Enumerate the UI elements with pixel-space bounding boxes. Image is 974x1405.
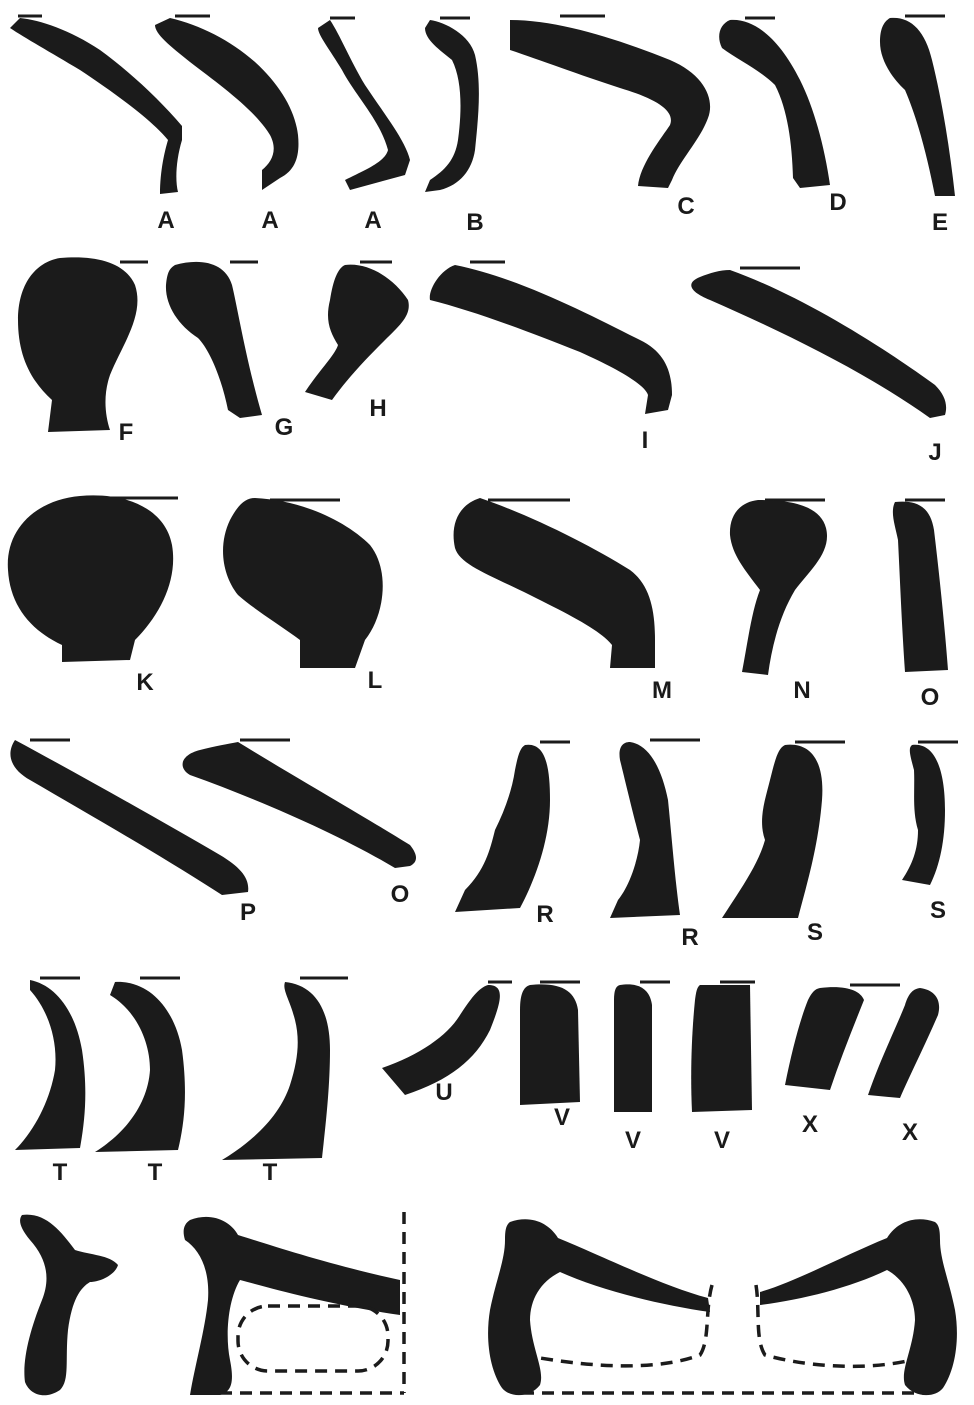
profile-v-2: V (614, 982, 670, 1154)
label-t: T (53, 1159, 68, 1186)
profile-f: F (18, 257, 148, 446)
label-r: R (536, 901, 553, 928)
label-g: G (275, 414, 294, 441)
label-n: N (793, 677, 810, 704)
pot-cross-section-full (488, 1219, 957, 1395)
label-v: V (554, 1104, 570, 1131)
label-h: H (369, 395, 386, 422)
profile-c: C (510, 16, 710, 220)
label-j: J (928, 439, 941, 466)
label-o: O (391, 881, 410, 908)
profile-r-1: R (455, 742, 570, 928)
profile-h: H (305, 262, 409, 422)
label-a: A (261, 207, 278, 234)
label-d: D (829, 189, 846, 216)
label-a: A (157, 207, 174, 234)
pot-cross-section-half (184, 1212, 404, 1395)
profile-s-2: S (902, 742, 958, 924)
profile-t-1: T (15, 978, 85, 1186)
profile-t-2: T (95, 978, 185, 1186)
label-u: U (435, 1079, 452, 1106)
profile-e: E (880, 16, 955, 236)
profile-a-3: A (318, 18, 410, 234)
profile-j: J (691, 268, 946, 466)
profile-t-3: T (222, 978, 348, 1186)
profile-d: D (719, 18, 846, 216)
profile-m: M (454, 498, 672, 704)
profile-i: I (430, 262, 672, 454)
profile-k: K (8, 495, 178, 696)
label-m: M (652, 677, 672, 704)
profile-s-1: S (722, 742, 845, 946)
label-o: O (921, 684, 940, 711)
label-l: L (368, 667, 383, 694)
profile-x-2: X (868, 988, 939, 1146)
profile-l: L (223, 498, 383, 694)
label-v: V (625, 1127, 641, 1154)
label-e: E (932, 209, 948, 236)
label-t: T (148, 1159, 163, 1186)
label-v: V (714, 1127, 730, 1154)
small-rim-section (20, 1215, 118, 1396)
label-k: K (136, 669, 154, 696)
profile-n: N (730, 500, 827, 704)
profile-a-1: A (10, 16, 182, 234)
profile-u: U (382, 982, 512, 1106)
profile-v-3: V (691, 982, 755, 1154)
profile-o-1: O (893, 500, 948, 711)
label-f: F (119, 419, 134, 446)
label-r: R (681, 924, 698, 951)
label-t: T (263, 1159, 278, 1186)
label-c: C (677, 193, 694, 220)
label-p: P (240, 899, 256, 926)
profile-v-1: V (520, 982, 580, 1131)
label-a: A (364, 207, 381, 234)
label-i: I (642, 427, 649, 454)
profile-g: G (166, 262, 293, 441)
label-x: X (902, 1119, 918, 1146)
label-s: S (807, 919, 823, 946)
profile-r-2: R (610, 740, 700, 951)
label-s: S (930, 897, 946, 924)
label-b: B (466, 209, 483, 236)
label-x: X (802, 1111, 818, 1138)
profile-b: B (425, 18, 484, 236)
